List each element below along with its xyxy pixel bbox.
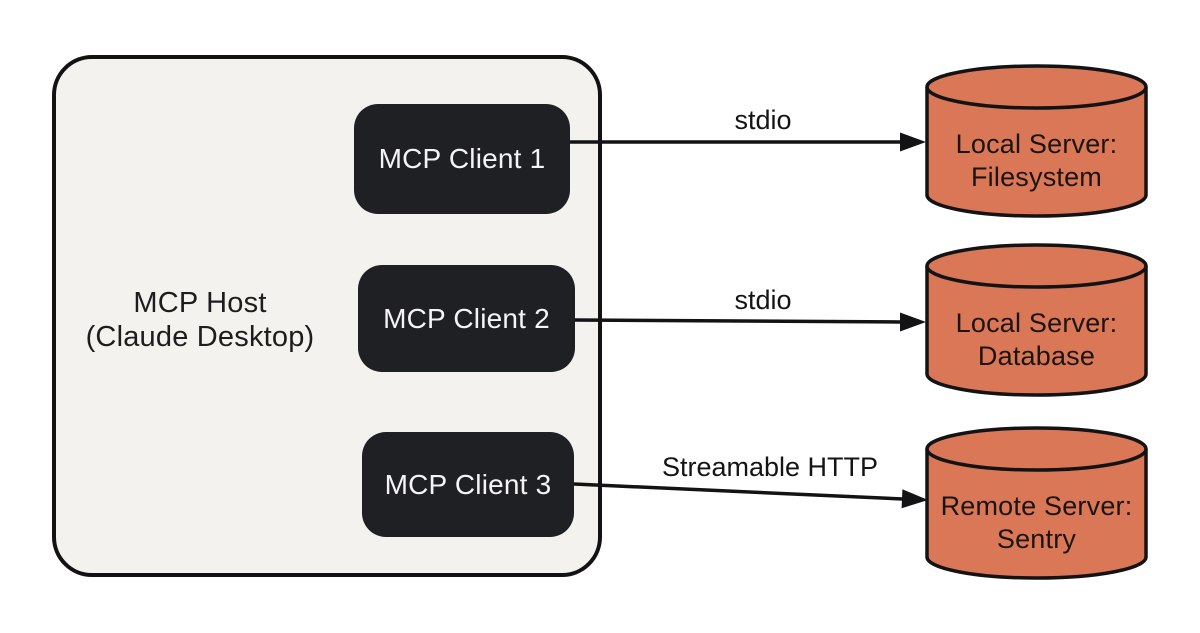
server-filesystem-cylinder: Local Server: Filesystem xyxy=(925,64,1148,218)
server-name-line1: Local Server: xyxy=(955,308,1118,338)
mcp-client-1-label: MCP Client 1 xyxy=(378,143,546,174)
server-name-line2: Filesystem xyxy=(970,162,1102,192)
mcp-host-title-line2: (Claude Desktop) xyxy=(85,321,315,353)
mcp-client-2-box: MCP Client 2 xyxy=(358,265,575,372)
server-name-line2: Sentry xyxy=(996,524,1077,554)
server-filesystem-label: Local Server: Filesystem xyxy=(925,106,1148,216)
connection-label-stdio-2: stdio xyxy=(734,285,792,315)
connection-label-stdio-1: stdio xyxy=(734,105,792,135)
server-name-line1: Remote Server: xyxy=(940,491,1133,521)
streamable-http-arrow xyxy=(573,482,928,509)
mcp-host-title: MCP Host (Claude Desktop) xyxy=(56,286,344,354)
mcp-host-title-line1: MCP Host xyxy=(133,287,267,319)
database-cylinder-icon xyxy=(925,243,1148,397)
mcp-client-3-label: MCP Client 3 xyxy=(384,468,552,500)
server-sentry-label: Remote Server: Sentry xyxy=(925,468,1148,578)
server-database-label: Local Server: Database xyxy=(925,285,1148,395)
server-sentry-cylinder: Remote Server: Sentry xyxy=(925,426,1148,580)
database-cylinder-icon xyxy=(925,426,1148,580)
server-database-cylinder: Local Server: Database xyxy=(925,243,1148,397)
connection-label-streamable-http: Streamable HTTP xyxy=(661,452,879,482)
mcp-client-1-box: MCP Client 1 xyxy=(354,104,570,214)
mcp-host-box: MCP Host (Claude Desktop) MCP Client 1 M… xyxy=(52,55,602,577)
mcp-client-3-box: MCP Client 3 xyxy=(362,432,574,537)
database-cylinder-icon xyxy=(925,64,1148,218)
server-name-line2: Database xyxy=(977,341,1096,371)
mcp-client-2-label: MCP Client 2 xyxy=(383,302,550,334)
server-name-line1: Local Server: xyxy=(955,129,1118,159)
